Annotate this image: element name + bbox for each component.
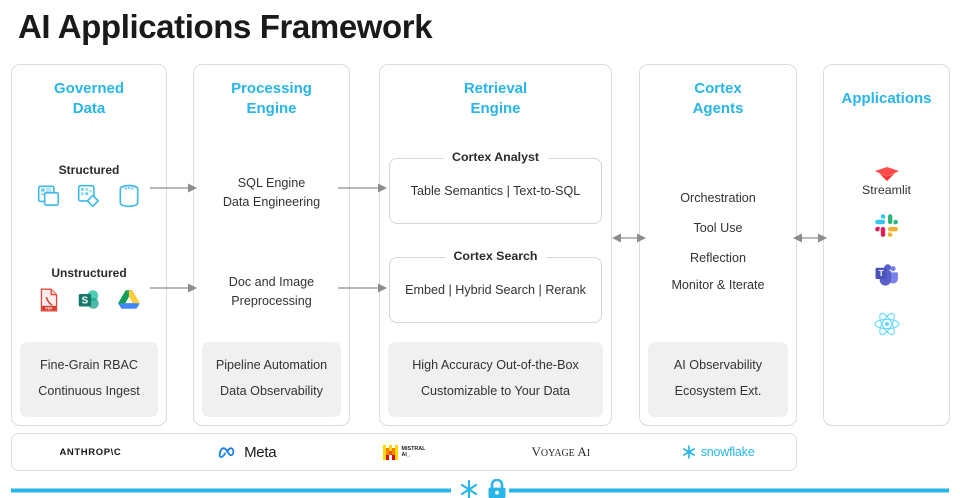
agent-item-tool-use: Tool Use bbox=[693, 221, 743, 235]
anthropic-logo: ANTHROP\C bbox=[59, 446, 122, 458]
app-streamlit[interactable]: Streamlit bbox=[824, 166, 949, 197]
chip-line: Customizable to Your Data bbox=[420, 384, 571, 399]
app-slack[interactable] bbox=[824, 213, 949, 240]
partner-snowflake: snowflake bbox=[639, 444, 796, 460]
voyage-logo-text: VOYAGE AI bbox=[531, 444, 591, 459]
partner-meta: Meta bbox=[169, 444, 326, 461]
snowflake-logo-text: snowflake bbox=[700, 445, 755, 459]
box-cortex-analyst: Cortex Analyst Table Semantics | Text-to… bbox=[389, 150, 602, 224]
arrow-governed-to-processing-bottom bbox=[150, 283, 197, 293]
chip-line: Data Observability bbox=[220, 384, 323, 399]
app-teams[interactable]: T bbox=[824, 262, 949, 289]
chip-line: Continuous Ingest bbox=[38, 384, 140, 399]
chip-line: Ecosystem Ext. bbox=[674, 384, 762, 399]
icon-row-structured bbox=[12, 183, 166, 209]
box-body-cortex-search: Embed | Hybrid Search | Rerank bbox=[405, 283, 586, 297]
arrow-agents-applications-bidirectional bbox=[793, 233, 827, 243]
chip-line: Fine-Grain RBAC bbox=[40, 358, 138, 373]
chip-line: High Accuracy Out-of-the-Box bbox=[412, 358, 579, 373]
box-legend-cortex-search: Cortex Search bbox=[444, 249, 547, 263]
bottom-rule bbox=[11, 479, 949, 498]
streamlit-icon bbox=[874, 167, 899, 181]
chip-governed-data: Fine-Grain RBAC Continuous Ingest bbox=[20, 342, 158, 417]
table-data-icon bbox=[37, 185, 60, 207]
box-legend-cortex-analyst: Cortex Analyst bbox=[443, 150, 548, 164]
chip-cortex-agents: AI Observability Ecosystem Ext. bbox=[648, 342, 788, 417]
agent-item-reflection: Reflection bbox=[689, 251, 746, 265]
app-react[interactable] bbox=[824, 311, 949, 338]
page-title: AI Applications Framework bbox=[18, 8, 433, 45]
arrow-processing-to-retrieval-bottom bbox=[338, 283, 387, 293]
data-transform-icon bbox=[77, 184, 100, 208]
icon-row-unstructured: PDF S bbox=[12, 287, 166, 313]
svg-text:PDF: PDF bbox=[45, 306, 53, 310]
box-body-cortex-analyst: Table Semantics | Text-to-SQL bbox=[410, 184, 581, 198]
svg-text:S: S bbox=[82, 295, 89, 306]
lock-icon bbox=[488, 479, 506, 498]
app-label-streamlit: Streamlit bbox=[862, 183, 911, 197]
svg-text:T: T bbox=[878, 269, 883, 278]
box-cortex-search: Cortex Search Embed | Hybrid Search | Re… bbox=[389, 249, 602, 323]
chip-processing-engine: Pipeline Automation Data Observability bbox=[202, 342, 341, 417]
chip-line: AI Observability bbox=[673, 358, 763, 373]
chip-line: Pipeline Automation bbox=[215, 358, 328, 373]
agent-item-monitor-iterate: Monitor & Iterate bbox=[671, 278, 765, 292]
meta-logo-text: Meta bbox=[244, 443, 277, 461]
google-drive-icon bbox=[118, 290, 140, 309]
sharepoint-icon: S bbox=[78, 290, 99, 309]
react-icon bbox=[873, 312, 900, 336]
agent-item-orchestration: Orchestration bbox=[680, 191, 756, 205]
snowflake-center bbox=[467, 487, 471, 492]
arrow-retrieval-agents-bidirectional bbox=[612, 233, 646, 243]
column-title-applications: Applications bbox=[841, 90, 932, 107]
pdf-file-icon: PDF bbox=[40, 288, 58, 312]
arrow-processing-to-retrieval-top bbox=[338, 183, 387, 193]
mistral-logo-icon bbox=[382, 444, 398, 460]
database-icon bbox=[119, 184, 139, 208]
meta-logo-icon bbox=[218, 447, 235, 458]
column-applications: Applications Streamlit bbox=[823, 64, 950, 426]
chip-retrieval-engine: High Accuracy Out-of-the-Box Customizabl… bbox=[388, 342, 603, 417]
partner-anthropic: ANTHROP\C bbox=[12, 447, 169, 458]
teams-icon: T bbox=[875, 264, 898, 286]
slack-icon bbox=[874, 214, 898, 237]
group-label-unstructured: Unstructured bbox=[51, 266, 127, 280]
snowflake-logo-icon bbox=[682, 445, 695, 459]
group-label-structured: Structured bbox=[58, 163, 120, 177]
partner-voyage: VOYAGE AI bbox=[482, 444, 639, 460]
arrow-governed-to-processing-top bbox=[150, 183, 197, 193]
